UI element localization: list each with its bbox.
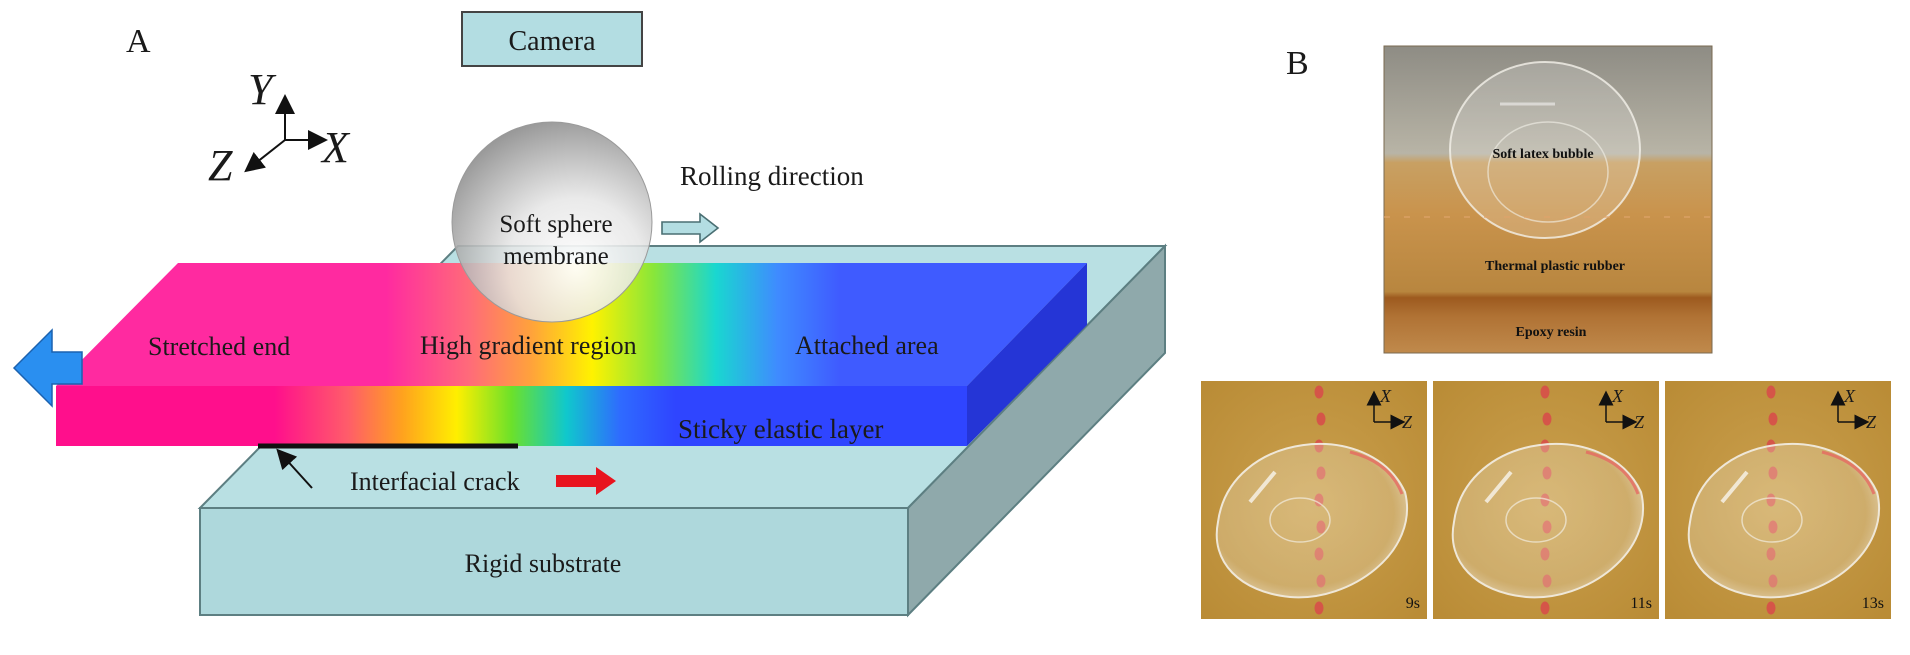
sphere-label-line1: Soft sphere <box>499 211 612 238</box>
frame-time-label: 13s <box>1862 595 1884 612</box>
frame-axis-z-label: Z <box>1402 412 1413 432</box>
frame-axis-x-label: X <box>1843 386 1856 406</box>
interfacial-crack-label: Interfacial crack <box>350 467 520 496</box>
bubble-side-photo <box>1383 45 1713 354</box>
camera-label: Camera <box>508 26 596 57</box>
axis-x-label: X <box>320 123 351 172</box>
time-frame: XZ 11s <box>1431 379 1661 621</box>
photo-label-epoxy: Epoxy resin <box>1516 325 1587 340</box>
time-frame: XZ 13s <box>1663 379 1893 621</box>
layer-front-face <box>56 386 967 446</box>
frame-axis-x-label: X <box>1379 386 1392 406</box>
high-gradient-region-label: High gradient region <box>420 331 637 360</box>
soft-sphere <box>451 121 653 323</box>
stretch-arrow <box>12 328 83 408</box>
axis-y-label: Y <box>248 65 277 114</box>
sphere-label-line2: membrane <box>503 243 609 270</box>
frame-time-label: 11s <box>1630 595 1652 612</box>
frame-axis-z-label: Z <box>1634 412 1645 432</box>
stretched-end-label: Stretched end <box>148 332 290 361</box>
axes-triad <box>244 94 328 173</box>
rolling-direction-arrow <box>661 212 720 244</box>
axis-z-label: Z <box>208 141 233 190</box>
camera-box <box>461 11 643 67</box>
crack-pointer-arrow <box>276 448 313 489</box>
substrate-front-face <box>199 507 909 616</box>
photo-label-bubble: Soft latex bubble <box>1492 147 1593 162</box>
layer-side-face <box>967 263 1087 446</box>
rolling-direction-label: Rolling direction <box>680 161 864 191</box>
frame-axis-x-label: X <box>1611 386 1624 406</box>
attached-area-label: Attached area <box>795 331 939 360</box>
layer-top-face <box>56 263 1087 386</box>
photo-label-rubber: Thermal plastic rubber <box>1485 259 1625 274</box>
crack-direction-arrow <box>556 467 616 495</box>
panel-b-label: B <box>1286 45 1309 82</box>
frame-axis-z-label: Z <box>1866 412 1877 432</box>
sticky-elastic-layer-label: Sticky elastic layer <box>678 414 883 444</box>
frame-time-label: 9s <box>1406 595 1420 612</box>
panel-a-label: A <box>126 23 151 60</box>
rigid-substrate-label: Rigid substrate <box>465 549 622 578</box>
time-frame: XZ 9s <box>1199 379 1429 621</box>
